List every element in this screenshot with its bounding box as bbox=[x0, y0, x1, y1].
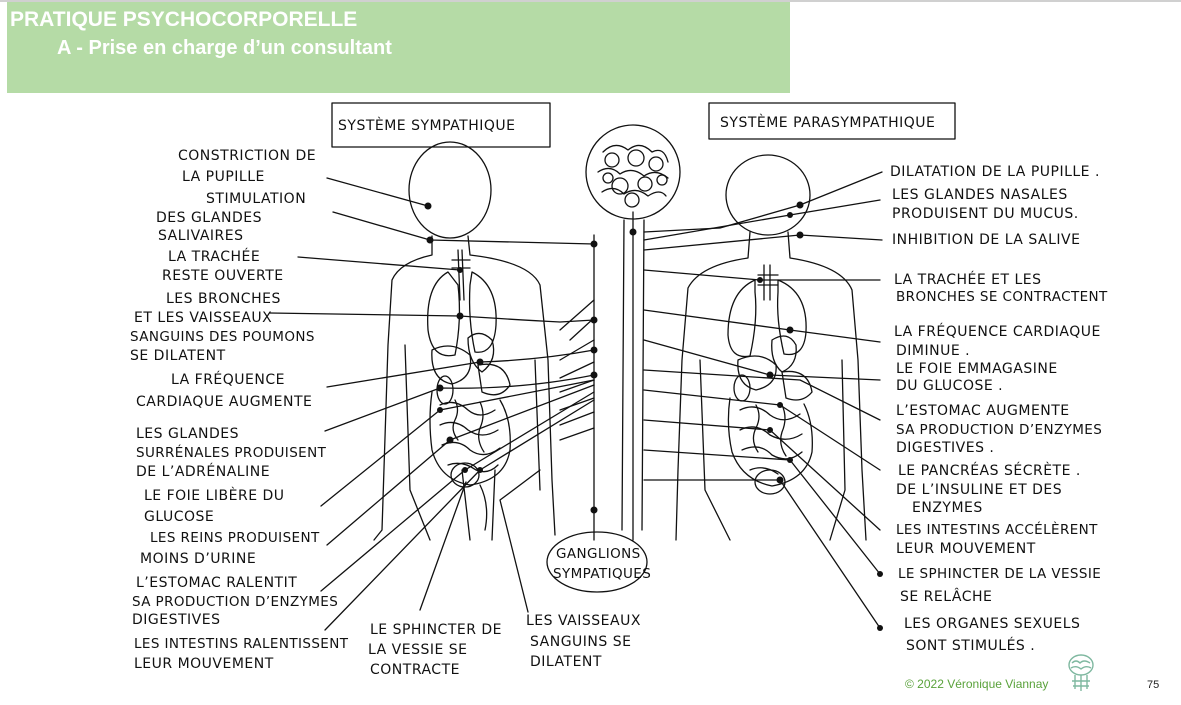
bottom-label-sphincter-1: LE SPHINCTER DE bbox=[370, 622, 502, 638]
right-label-stomach-1: L’ESTOMAC AUGMENTE bbox=[896, 403, 1070, 419]
left-label-heart-2: CARDIAQUE AUGMENTE bbox=[136, 394, 312, 410]
right-label-nasal-2: PRODUISENT DU MUCUS. bbox=[892, 206, 1079, 222]
left-label-salivary-3: SALIVAIRES bbox=[158, 228, 244, 244]
left-label-kidney-2: MOINS D’URINE bbox=[140, 551, 256, 567]
left-label-intestines-1: LES INTESTINS RALENTISSENT bbox=[134, 636, 349, 652]
bottom-label-vessels-1: LES VAISSEAUX bbox=[526, 613, 641, 629]
nerve-endpoint-dots bbox=[424, 201, 883, 631]
right-label-pupil-1: DILATATION DE LA PUPILLE . bbox=[890, 164, 1100, 180]
right-label-pancreas-1: LE PANCRÉAS SÉCRÈTE . bbox=[898, 462, 1081, 479]
right-label-heart-1: LA FRÉQUENCE CARDIAQUE bbox=[894, 323, 1101, 340]
left-label-trachea-1: LA TRACHÉE bbox=[168, 248, 260, 265]
right-labels: DILATATION DE LA PUPILLE . LES GLANDES N… bbox=[890, 164, 1108, 654]
bottom-labels: LE SPHINCTER DE LA VESSIE SE CONTRACTE L… bbox=[368, 613, 641, 678]
right-label-heart-2: DIMINUE . bbox=[896, 343, 970, 359]
left-label-salivary-1: STIMULATION bbox=[206, 191, 306, 207]
title-banner: PRATIQUE PSYCHOCORPORELLE A - Prise en c… bbox=[7, 2, 790, 93]
brain-drawing bbox=[585, 124, 681, 220]
right-label-stomach-2: SA PRODUCTION D’ENZYMES bbox=[896, 422, 1102, 438]
left-label-stomach-3: DIGESTIVES bbox=[132, 612, 220, 628]
title-box-right bbox=[708, 102, 956, 140]
right-label-trachea-2: BRONCHES SE CONTRACTENT bbox=[896, 289, 1108, 305]
brain-logo-icon bbox=[1066, 653, 1096, 693]
left-label-salivary-2: DES GLANDES bbox=[156, 210, 262, 226]
left-label-adrenal-2: SURRÉNALES PRODUISENT bbox=[136, 444, 327, 461]
left-label-kidney-1: LES REINS PRODUISENT bbox=[150, 530, 320, 546]
bottom-label-sphincter-2: LA VESSIE SE bbox=[368, 642, 468, 658]
right-label-sexual-1: LES ORGANES SEXUELS bbox=[904, 616, 1080, 632]
left-label-liver-1: LE FOIE LIBÈRE DU bbox=[144, 487, 285, 504]
right-label-bladder-1: LE SPHINCTER DE LA VESSIE bbox=[898, 566, 1101, 582]
right-label-intestines-2: LEUR MOUVEMENT bbox=[896, 541, 1036, 557]
right-label-liver-1: LE FOIE EMMAGASINE bbox=[896, 361, 1058, 377]
copyright-text: © 2022 Véronique Viannay bbox=[905, 677, 1049, 691]
left-labels: CONSTRICTION DE LA PUPILLE STIMULATION D… bbox=[130, 148, 349, 672]
left-label-pupil-2: LA PUPILLE bbox=[182, 169, 265, 185]
title-sympathetic: SYSTÈME SYMPATHIQUE bbox=[338, 117, 515, 134]
right-label-liver-2: DU GLUCOSE . bbox=[896, 378, 1003, 394]
left-label-heart-1: LA FRÉQUENCE bbox=[171, 371, 285, 388]
right-leader-lines bbox=[643, 171, 883, 629]
ganglion-label-line-2: SYMPATIQUES bbox=[553, 566, 651, 582]
left-label-adrenal-3: DE L’ADRÉNALINE bbox=[136, 463, 270, 480]
left-label-pupil-1: CONSTRICTION DE bbox=[178, 148, 316, 164]
title-box-left bbox=[331, 102, 551, 148]
right-label-stomach-3: DIGESTIVES . bbox=[896, 440, 994, 456]
right-label-intestines-1: LES INTESTINS ACCÉLÈRENT bbox=[896, 521, 1098, 538]
right-label-sexual-2: SONT STIMULÉS . bbox=[906, 637, 1035, 654]
left-label-intestines-2: LEUR MOUVEMENT bbox=[134, 656, 274, 672]
left-label-trachea-2: RESTE OUVERTE bbox=[162, 268, 284, 284]
left-label-bronchi-3: SANGUINS DES POUMONS bbox=[130, 329, 315, 345]
spinal-column bbox=[621, 211, 645, 541]
right-label-nasal-1: LES GLANDES NASALES bbox=[892, 187, 1068, 203]
ganglion-ellipse bbox=[546, 531, 648, 593]
title-parasympathetic: SYSTÈME PARASYMPATHIQUE bbox=[720, 114, 935, 131]
right-label-pancreas-3: ENZYMES bbox=[912, 500, 983, 516]
right-label-bladder-2: SE RELÂCHE bbox=[900, 587, 992, 605]
page-number: 75 bbox=[1147, 679, 1160, 691]
left-label-stomach-1: L’ESTOMAC RALENTIT bbox=[136, 575, 297, 591]
left-label-bronchi-2: ET LES VAISSEAUX bbox=[134, 310, 272, 326]
bottom-label-vessels-3: DILATENT bbox=[530, 654, 602, 670]
bottom-label-vessels-2: SANGUINS SE bbox=[530, 634, 631, 650]
left-label-bronchi-1: LES BRONCHES bbox=[166, 291, 281, 307]
page-subtitle: A - Prise en charge d’un consultant bbox=[57, 37, 392, 59]
left-label-liver-2: GLUCOSE bbox=[144, 509, 214, 525]
left-label-adrenal-1: LES GLANDES bbox=[136, 426, 239, 442]
right-body-silhouette bbox=[675, 154, 867, 541]
bottom-label-sphincter-3: CONTRACTE bbox=[370, 662, 460, 678]
ganglion-label-line-1: GANGLIONS bbox=[556, 546, 641, 562]
right-label-saliva-1: INHIBITION DE LA SALIVE bbox=[892, 232, 1080, 248]
left-body-silhouette bbox=[373, 141, 556, 541]
top-rule bbox=[0, 0, 1181, 2]
right-label-trachea-1: LA TRACHÉE ET LES bbox=[894, 271, 1042, 288]
left-label-stomach-2: SA PRODUCTION D’ENZYMES bbox=[132, 594, 338, 610]
page-title: PRATIQUE PSYCHOCORPORELLE bbox=[10, 8, 358, 31]
left-label-bronchi-4: SE DILATENT bbox=[130, 348, 226, 364]
right-label-pancreas-2: DE L’INSULINE ET DES bbox=[896, 482, 1062, 498]
